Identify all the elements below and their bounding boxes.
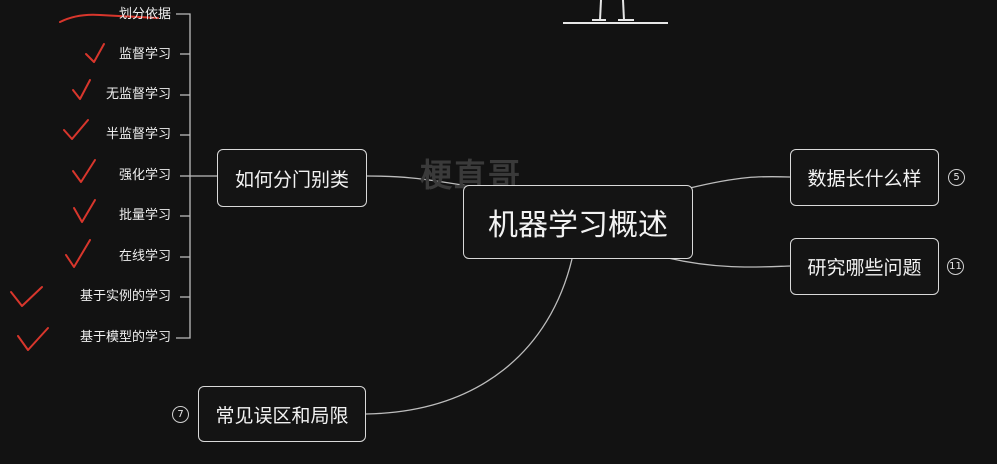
annotation-marks <box>10 13 159 351</box>
link-root-pitfall <box>365 258 573 415</box>
collapsed-count-badge-problem[interactable]: 11 <box>947 258 964 275</box>
check-annotation <box>73 199 96 223</box>
branch-node-classify[interactable]: 如何分门别类 <box>217 149 367 207</box>
collapsed-count-badge-data[interactable]: 5 <box>948 169 965 186</box>
link-root-problem <box>667 257 791 268</box>
leaf-model-based[interactable]: 基于模型的学习 <box>79 330 171 345</box>
branch-node-pitfall[interactable]: 常见误区和局限 <box>198 386 366 442</box>
link-root-classify <box>366 175 469 187</box>
check-annotation <box>65 239 91 268</box>
leaf-semi-supervised[interactable]: 半监督学习 <box>105 127 171 142</box>
check-annotation <box>10 286 43 307</box>
check-annotation <box>63 119 89 140</box>
leaf-reinforcement[interactable]: 强化学习 <box>118 168 171 183</box>
link-root-data <box>689 175 791 189</box>
leaf-batch[interactable]: 批量学习 <box>118 208 171 223</box>
check-annotation <box>85 43 105 63</box>
branch-node-data[interactable]: 数据长什么样 <box>790 149 939 206</box>
bracket-ticks <box>180 53 190 298</box>
leaf-division-basis[interactable]: 划分依据 <box>118 7 171 22</box>
leaf-instance-based[interactable]: 基于实例的学习 <box>79 289 171 304</box>
leaf-online[interactable]: 在线学习 <box>118 249 171 264</box>
root-node[interactable]: 机器学习概述 <box>463 185 693 259</box>
figure-leg <box>599 0 602 21</box>
collapsed-count-badge-pitfall[interactable]: 7 <box>172 406 189 423</box>
leaf-supervised[interactable]: 监督学习 <box>118 47 171 62</box>
branch-node-problem[interactable]: 研究哪些问题 <box>790 238 939 295</box>
check-annotation <box>72 79 91 100</box>
check-annotation <box>72 159 96 183</box>
leaf-unsupervised[interactable]: 无监督学习 <box>105 87 171 102</box>
figure-leg <box>622 0 625 21</box>
stick-figure-decoration <box>563 0 668 24</box>
check-annotation <box>17 327 49 351</box>
strike-annotation <box>59 13 159 23</box>
